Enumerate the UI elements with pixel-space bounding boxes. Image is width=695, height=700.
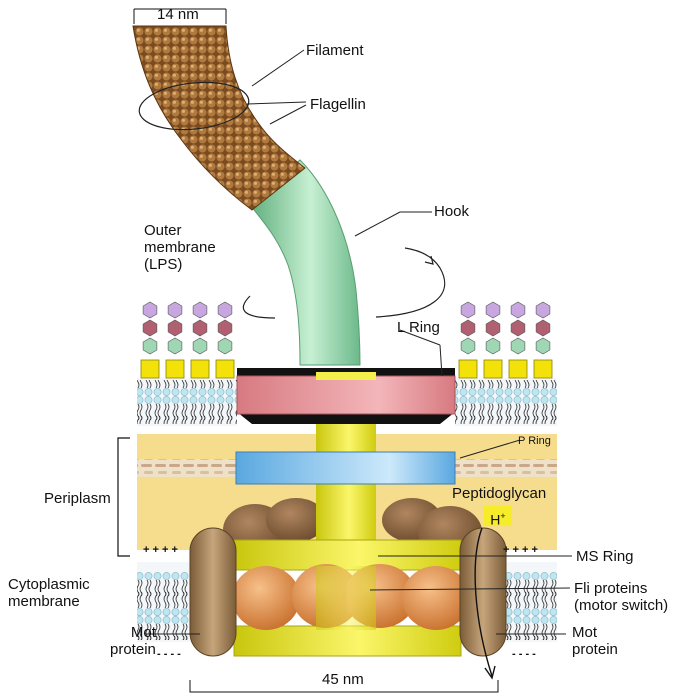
lps-sugar-hexagon <box>536 320 550 336</box>
lps-sugar-hexagon <box>193 302 207 318</box>
h-plus-text: H <box>490 512 500 528</box>
lps-core-block <box>484 360 502 378</box>
lps-sugar-hexagon <box>536 338 550 354</box>
lps-core-block <box>191 360 209 378</box>
outer-membrane-label-line3: (LPS) <box>144 256 216 273</box>
charges-minus-left: - - - - <box>157 646 181 663</box>
lps-sugar-hexagon <box>511 302 525 318</box>
fli-proteins-label: Fli proteins (motor switch) <box>574 580 668 614</box>
lps-sugar-hexagon <box>511 320 525 336</box>
mot-protein-left-label-line1: Mot <box>110 624 156 641</box>
peptidoglycan-layer-left <box>137 459 237 477</box>
charges-plus-right: + + + + <box>503 542 538 559</box>
lps-sugar-hexagon <box>461 338 475 354</box>
lps-core-block <box>509 360 527 378</box>
mot-protein-right-label: Mot protein <box>572 624 618 658</box>
lps-core-block <box>141 360 159 378</box>
peptidoglycan-label: Peptidoglycan <box>452 485 546 502</box>
periplasm-label: Periplasm <box>44 490 111 507</box>
scale-label-45nm: 45 nm <box>322 671 364 688</box>
mot-protein-right-shape <box>460 528 506 656</box>
charges-minus-right: - - - - <box>512 646 536 663</box>
lps-sugar-hexagon <box>193 320 207 336</box>
p-ring-label: P Ring <box>518 433 551 450</box>
mot-protein-left-label: Mot protein <box>110 624 156 658</box>
rod-bottom-core <box>316 566 376 630</box>
filament-label: Filament <box>306 42 364 59</box>
mot-protein-right-label-line1: Mot <box>572 624 618 641</box>
lps-sugar-hexagon <box>168 338 182 354</box>
lps-sugar-hexagon <box>486 320 500 336</box>
cytoplasmic-membrane-label-line1: Cytoplasmic <box>8 576 90 593</box>
ms-ring-label: MS Ring <box>576 548 634 565</box>
peptidoglycan-layer-right <box>455 459 557 477</box>
h-plus-label: H+ <box>484 506 512 526</box>
lps-sugar-hexagon <box>461 320 475 336</box>
lps-core-block <box>534 360 552 378</box>
lps-sugar-hexagon <box>143 338 157 354</box>
cytoplasmic-membrane-label: Cytoplasmic membrane <box>8 576 90 610</box>
lps-sugar-hexagon <box>193 338 207 354</box>
lps-sugar-hexagon <box>218 302 232 318</box>
rod-l-ring-collar <box>316 372 376 380</box>
mot-protein-left-label-line2: protein <box>110 641 156 658</box>
periplasm-bracket <box>118 438 130 556</box>
mot-protein-left-shape <box>190 528 236 656</box>
ms-ring-top <box>234 540 461 570</box>
lps-sugar-hexagon <box>218 338 232 354</box>
lps-sugar-hexagon <box>461 302 475 318</box>
lps-sugar-hexagon <box>511 338 525 354</box>
flagellin-label: Flagellin <box>310 96 366 113</box>
lps-sugar-hexagon <box>143 302 157 318</box>
lps-sugar-hexagon <box>536 302 550 318</box>
outer-membrane-label-line2: membrane <box>144 239 216 256</box>
outer-membrane-label: Outer membrane (LPS) <box>144 222 216 273</box>
lps-core-block <box>166 360 184 378</box>
fli-proteins-label-line1: Fli proteins <box>574 580 668 597</box>
lps-sugar-hexagon <box>218 320 232 336</box>
fli-proteins-label-line2: (motor switch) <box>574 597 668 614</box>
l-ring <box>237 376 455 414</box>
p-ring <box>236 452 455 484</box>
cytoplasmic-membrane-label-line2: membrane <box>8 593 90 610</box>
filament <box>133 26 305 210</box>
lps-sugar-hexagon <box>168 320 182 336</box>
lps-core-block <box>459 360 477 378</box>
lps-core-block <box>216 360 234 378</box>
hook-label: Hook <box>434 203 469 220</box>
l-ring-label: L Ring <box>397 319 440 336</box>
h-plus-superscript: + <box>500 511 505 521</box>
scale-label-14nm: 14 nm <box>157 6 199 23</box>
lps-sugar-hexagon <box>486 338 500 354</box>
lps-sugar-hexagon <box>486 302 500 318</box>
outer-membrane-label-line1: Outer <box>144 222 216 239</box>
lps-sugar-hexagon <box>168 302 182 318</box>
lps-sugar-hexagon <box>143 320 157 336</box>
mot-protein-right-label-line2: protein <box>572 641 618 658</box>
ms-ring-bottom <box>234 626 461 656</box>
charges-plus-left: + + + + <box>143 542 178 559</box>
